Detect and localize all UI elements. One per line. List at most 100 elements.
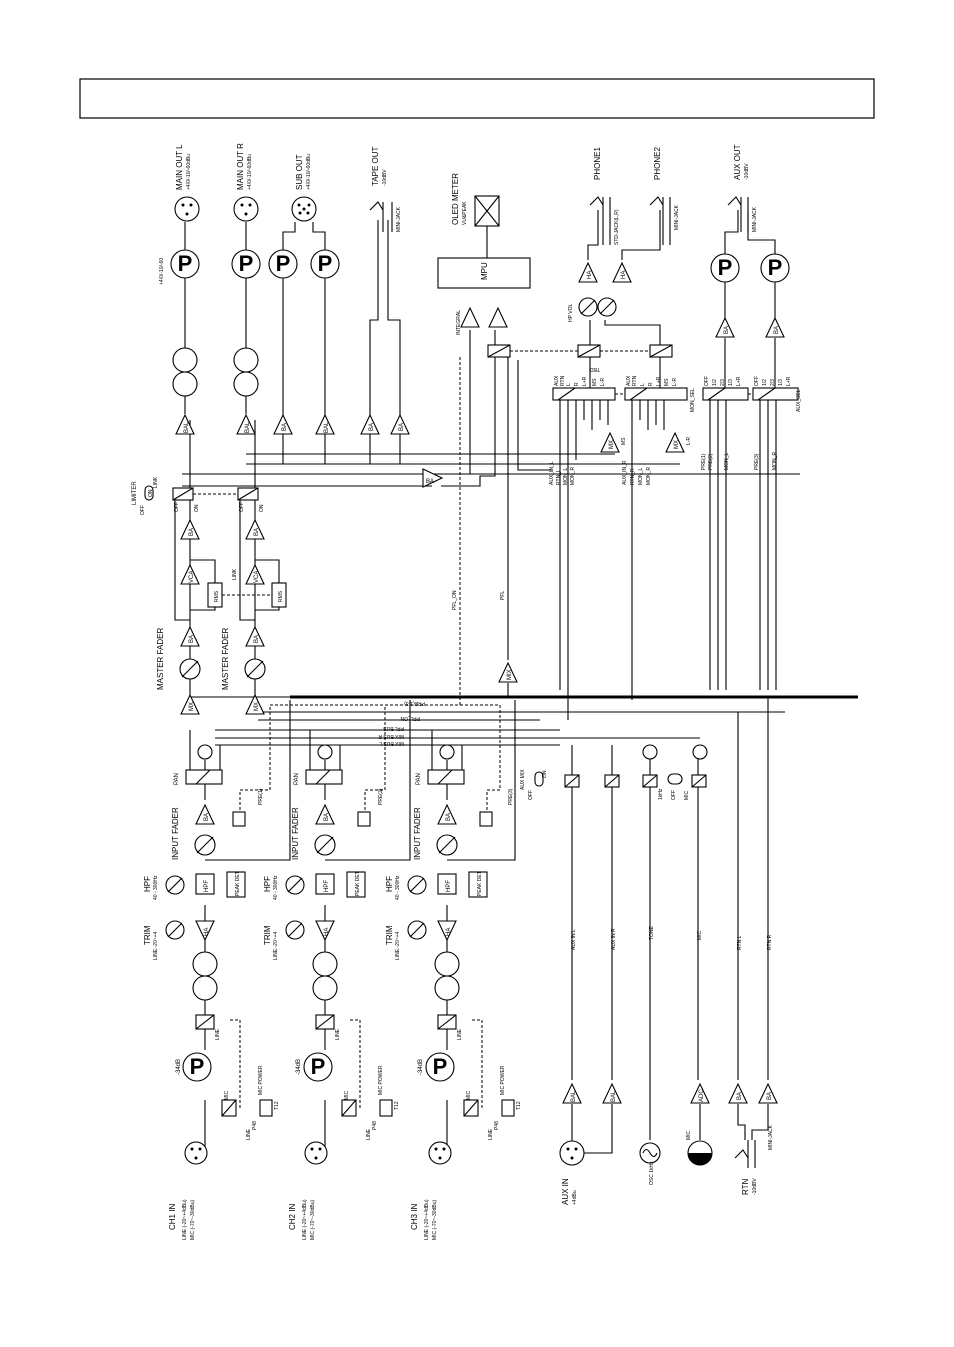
svg-text:+4/0/-10/-60dBu: +4/0/-10/-60dBu [306,154,312,190]
svg-text:P: P [318,251,333,276]
ch3-pfl-switch[interactable] [479,811,493,827]
svg-text:BAL: BAL [324,421,330,433]
main-out-l-jack[interactable] [174,196,200,222]
svg-text:P: P [433,1054,448,1079]
svg-text:LINE: LINE [246,1128,252,1140]
svg-text:P: P [718,255,733,280]
svg-text:MX: MX [254,702,260,711]
svg-text:LINK: LINK [232,568,238,580]
ch3-xlr-jack[interactable] [428,1141,452,1165]
svg-text:VCA: VCA [189,571,195,583]
bus-label-group: MIX BUS L MIX BUS R PFL BUS PFL_ON PRE(1… [378,700,425,746]
ch3-mic-power-switch[interactable] [501,1099,515,1117]
ch2-pfl-switch[interactable] [357,811,371,827]
svg-text:1kHz: 1kHz [658,788,664,800]
ch1-pan-knob[interactable] [197,744,213,760]
svg-text:1/3: 1/3 [728,379,734,386]
ch2-xlr-jack[interactable] [304,1141,328,1165]
svg-text:MIC: MIC [684,790,690,800]
svg-text:BA: BA [324,813,330,821]
aux-in-jack[interactable] [559,1140,585,1166]
svg-text:AUX MIX: AUX MIX [520,769,526,790]
svg-text:MON_L: MON_L [563,468,569,485]
svg-text:OFF: OFF [671,790,677,800]
svg-text:-10dBV: -10dBV [752,1178,758,1195]
limiter-toggle[interactable] [144,485,154,501]
svg-text:MIC: MIC [466,1090,472,1100]
svg-text:T12: T12 [394,1101,400,1110]
aux-mix-toggle[interactable] [534,771,544,787]
svg-text:MIC: MIC [697,930,703,940]
svg-text:HP VOL: HP VOL [568,304,574,322]
svg-text:HA: HA [446,928,452,936]
svg-text:-34dB: -34dB [418,1059,424,1075]
ch3-pan-knob[interactable] [439,744,455,760]
ch2-mic-power-switch[interactable] [379,1099,393,1117]
svg-text:LINK: LINK [153,476,159,488]
svg-text:OLED METER: OLED METER [451,173,460,225]
svg-text:L+R: L+R [656,376,662,386]
svg-text:40 - 300Hz: 40 - 300Hz [395,875,401,900]
aux-out-jack[interactable] [727,196,749,232]
svg-text:HA: HA [621,271,627,279]
svg-text:HA: HA [587,271,593,279]
phone1-jack[interactable] [589,196,611,245]
tape-out-jack[interactable] [369,201,393,232]
svg-text:PRE(3): PRE(3) [508,788,514,805]
svg-text:MIC (-70~-30dBu): MIC (-70~-30dBu) [432,1200,438,1240]
main-out-r-jack[interactable] [233,196,259,222]
talkback-toggle[interactable] [667,773,683,785]
mon-sel-2[interactable] [624,387,688,401]
mon-sel-1[interactable] [552,387,616,401]
svg-text:AUX_IN_L: AUX_IN_L [549,461,555,485]
svg-text:RTN R: RTN R [767,934,773,950]
svg-text:MINI-JACK: MINI-JACK [752,206,758,232]
svg-text:INPUT FADER: INPUT FADER [171,807,180,860]
svg-text:T12: T12 [516,1101,522,1110]
svg-text:MINI-JACK: MINI-JACK [674,204,680,230]
svg-text:HPF: HPF [263,876,272,892]
svg-text:P48: P48 [494,1121,500,1130]
svg-text:BA: BA [724,326,730,334]
svg-text:L: L [566,383,572,386]
svg-text:RTN_L: RTN_L [556,469,562,485]
svg-text:BAL: BAL [611,1090,617,1102]
svg-text:MASTER FADER: MASTER FADER [156,628,165,690]
phone2-jack[interactable] [649,196,671,245]
svg-text:LINE: LINE [457,1028,463,1040]
svg-text:BAL: BAL [245,421,251,433]
ch1-xlr-jack[interactable] [184,1141,208,1165]
svg-text:OFF: OFF [174,502,180,512]
svg-text:BAL: BAL [571,1090,577,1102]
svg-text:BA: BA [189,528,195,536]
svg-text:MASTER FADER: MASTER FADER [221,628,230,690]
svg-text:PEAK DET: PEAK DET [477,871,483,896]
svg-text:BA: BA [189,635,195,643]
svg-text:MIC: MIC [344,1090,350,1100]
svg-text:RTN: RTN [632,375,638,386]
svg-text:TONE: TONE [649,926,655,940]
channel-strips [189,700,516,1150]
svg-text:TAPE OUT: TAPE OUT [371,146,380,186]
svg-text:LIMITER: LIMITER [132,481,138,505]
svg-text:RTN: RTN [741,1178,750,1195]
aux-out-section: P P BA BA AUX OUT -10dBV MINI-JACK [710,144,790,380]
svg-text:LINE:-20~+4: LINE:-20~+4 [153,931,159,960]
rtn-jack[interactable] [734,1140,756,1168]
ch2-pan-knob[interactable] [317,744,333,760]
svg-text:+4/0/-10/-60: +4/0/-10/-60 [159,258,165,285]
ch1-pad-label: -34dB [176,1059,182,1075]
svg-text:PAN: PAN [174,773,180,785]
svg-text:PRE(1): PRE(1) [258,788,264,805]
svg-text:TRIM: TRIM [143,925,152,945]
svg-text:1/3: 1/3 [778,379,784,386]
ch1-pfl-switch[interactable] [232,811,246,827]
ch2-hpf-block [315,873,335,895]
svg-text:BAL: BAL [184,421,190,433]
ch1-mic-power-switch[interactable] [259,1099,273,1117]
svg-text:MIX BUS R: MIX BUS R [378,733,404,739]
svg-text:BA: BA [254,635,260,643]
svg-text:MON_R: MON_R [570,467,576,485]
svg-text:HPF: HPF [324,880,330,892]
